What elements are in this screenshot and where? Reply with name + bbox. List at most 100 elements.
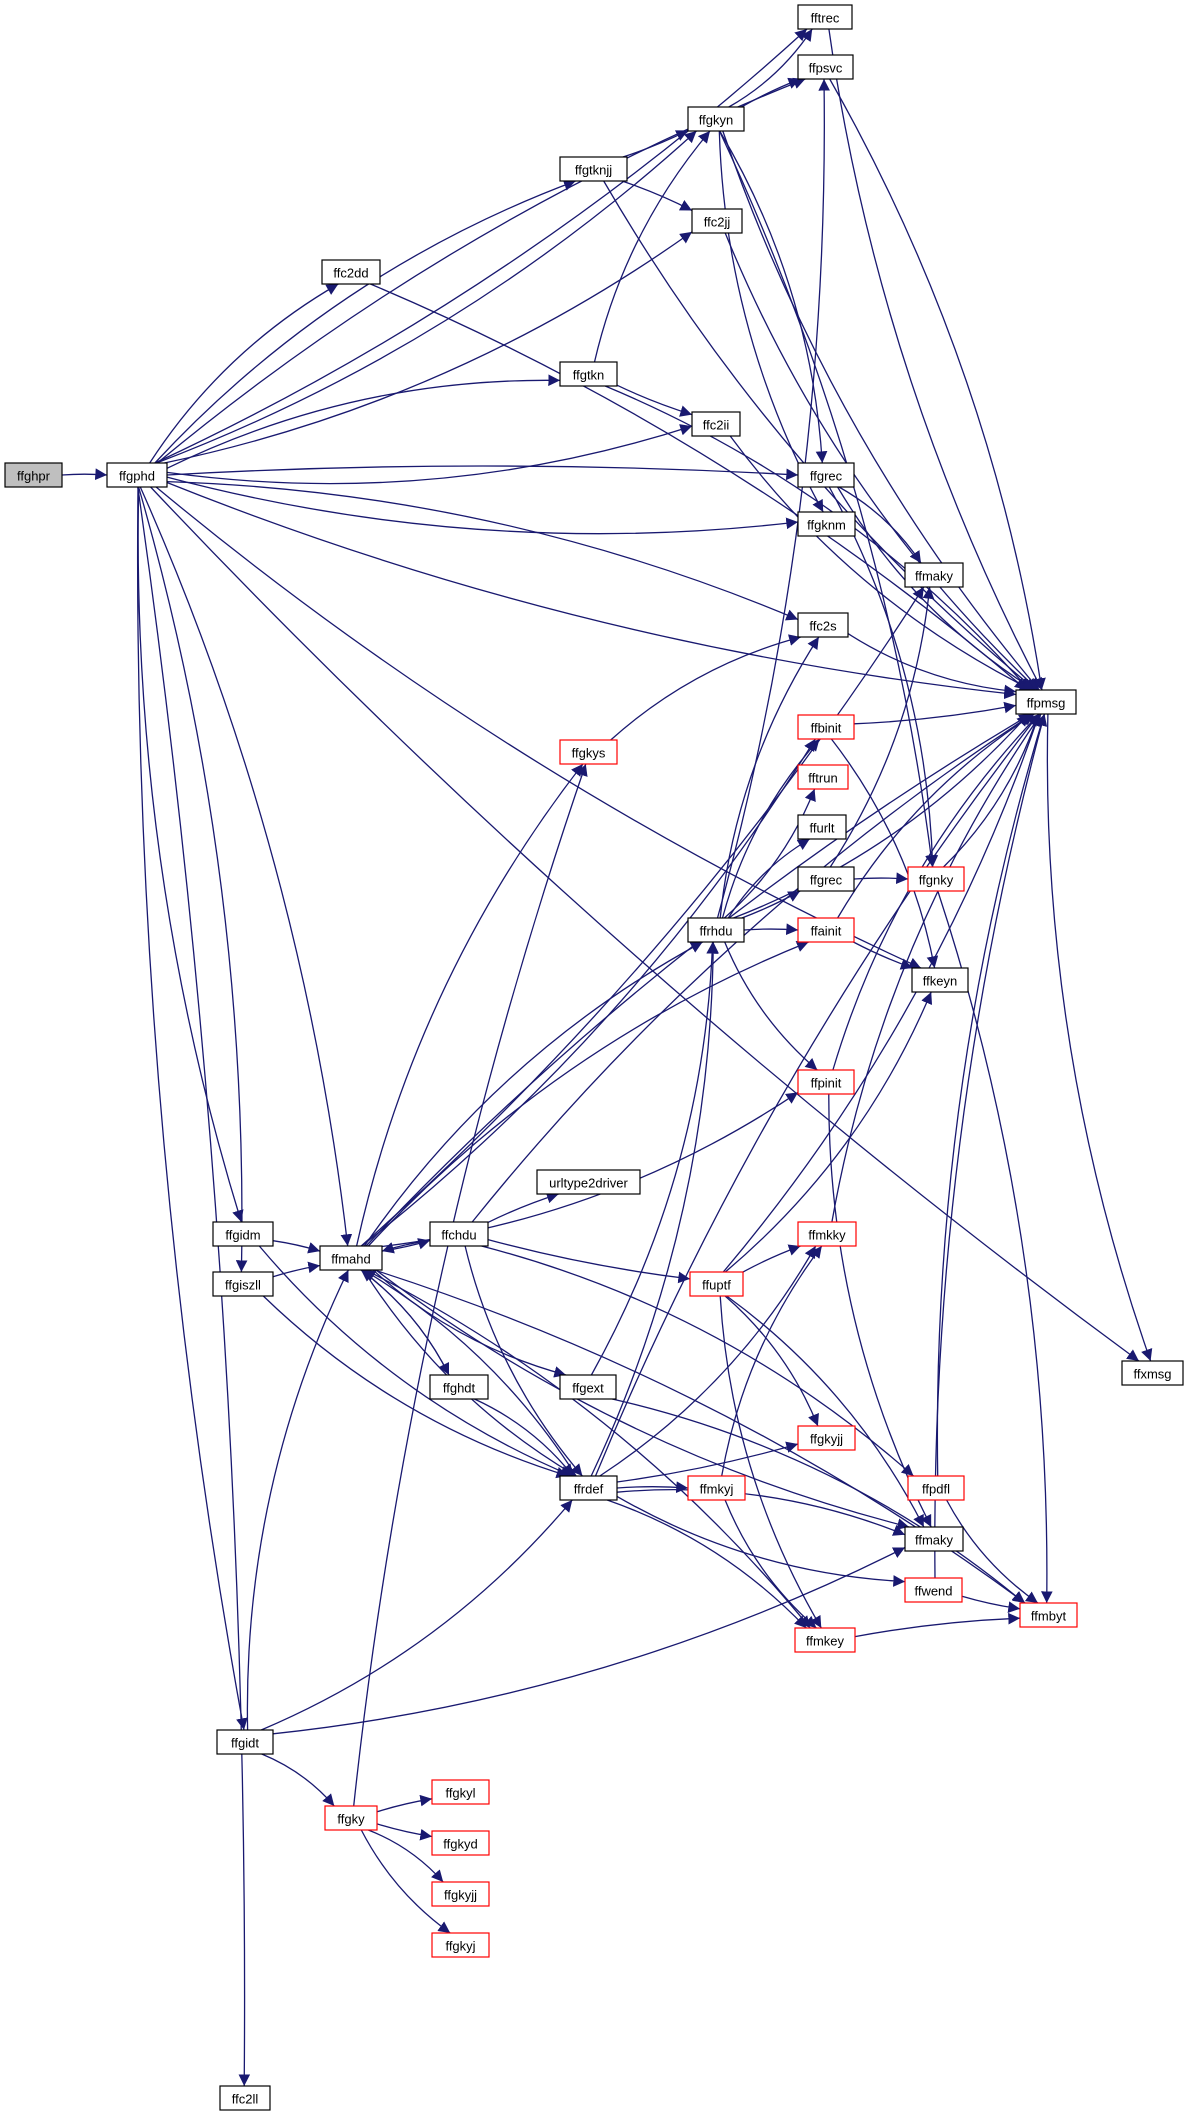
node-ffgkys[interactable]: ffgkys [559, 739, 618, 765]
node-label-ffc2dd: ffc2dd [333, 266, 368, 281]
node-label-ffgkys: ffgkys [572, 746, 606, 761]
edge-ffainit-to-ffpmsg [837, 713, 1035, 919]
node-ffmkey[interactable]: ffmkey [794, 1627, 856, 1653]
node-ffc2ll[interactable]: ffc2ll [219, 2085, 271, 2111]
node-label-ffmaky2: ffmaky [915, 1533, 954, 1548]
node-ffgidt[interactable]: ffgidt [216, 1729, 274, 1755]
node-ffgnky[interactable]: ffgnky [907, 866, 965, 892]
edge-ffgkyn-to-ffgnky [718, 130, 937, 868]
node-ffmbyt[interactable]: ffmbyt [1019, 1602, 1078, 1628]
node-label-ffgknm: ffgknm [807, 518, 846, 533]
edge-ffbinit-to-ffpmsg [853, 701, 1017, 725]
edge-ffchdu-to-ffpmsg [471, 713, 1034, 1223]
edge-ffgiszll-to-ffmahd [272, 1261, 321, 1278]
node-ffwend[interactable]: ffwend [904, 1577, 963, 1603]
node-ffgkyjj2[interactable]: ffgkyjj [431, 1881, 490, 1907]
node-box-ffgky [324, 1805, 378, 1831]
edge-ffgky-to-ffgkys [353, 763, 588, 1807]
node-label-ffgrec1: ffgrec [810, 469, 843, 484]
node-ffxmsg[interactable]: ffxmsg [1121, 1360, 1184, 1386]
node-box-ffwend [904, 1577, 963, 1603]
node-ffmkyj[interactable]: ffmkyj [687, 1475, 746, 1501]
edge-ffrhdu-to-ffainit [743, 923, 799, 936]
node-ffrhdu[interactable]: ffrhdu [687, 917, 745, 943]
node-label-ffgkyl: ffgkyl [445, 1786, 475, 1801]
edge-ffrhdu-to-ffc2s [719, 636, 820, 919]
edge-ffmkky-to-ffpmsg [831, 713, 1042, 1223]
node-label-ffgkyjj2: ffgkyjj [444, 1888, 477, 1903]
node-ffghpr[interactable]: ffghpr [4, 462, 63, 488]
edge-ffmahd-to-ffmbyt [374, 1269, 1026, 1604]
edge-ffgrec1-to-ffmaky1 [838, 486, 922, 564]
edge-ffmahd-to-ffainit [367, 940, 809, 1247]
node-ffgkyd[interactable]: ffgkyd [431, 1830, 490, 1856]
edge-ffgiszll-to-ffrdef [262, 1295, 569, 1479]
node-urltype2driver[interactable]: urltype2driver [536, 1169, 641, 1195]
node-box-ffgtkn [559, 361, 618, 387]
edge-ffgtkn-to-ffc2ii [616, 384, 693, 417]
node-ffgrec1[interactable]: ffgrec [797, 462, 855, 488]
node-ffrdef[interactable]: ffrdef [559, 1475, 618, 1501]
node-ffmkky[interactable]: ffmkky [797, 1221, 857, 1247]
node-label-ffgrec2: ffgrec [810, 873, 843, 888]
node-label-ffgnky: ffgnky [919, 873, 954, 888]
node-ffbinit[interactable]: ffbinit [797, 714, 855, 740]
edge-ffrdef-to-ffmaky2 [616, 1489, 906, 1536]
node-ffgkyjj1[interactable]: ffgkyjj [797, 1425, 856, 1451]
node-ffuptf[interactable]: ffuptf [689, 1271, 744, 1297]
node-ffc2jj[interactable]: ffc2jj [691, 208, 743, 234]
node-box-ffc2ii [691, 411, 741, 437]
edge-ffrhdu-to-fftrun [723, 788, 816, 919]
edge-ffmahd-to-ffrhdu [363, 941, 703, 1247]
node-label-ffgky: ffgky [337, 1812, 365, 1827]
node-ffainit[interactable]: ffainit [797, 917, 855, 943]
node-box-ffrhdu [687, 917, 745, 943]
node-ffpmsg[interactable]: ffpmsg [1015, 689, 1077, 715]
node-label-ffrhdu: ffrhdu [699, 924, 732, 939]
edge-ffmahd-to-ffmkey [365, 1269, 811, 1629]
edge-ffgphd-to-ffxmsg [150, 486, 1140, 1362]
node-ffc2dd[interactable]: ffc2dd [321, 259, 381, 285]
node-ffgext[interactable]: ffgext [559, 1374, 617, 1400]
node-ffgphd[interactable]: ffgphd [106, 462, 168, 488]
node-label-ffwend: ffwend [914, 1584, 952, 1599]
node-ffgidm[interactable]: ffgidm [212, 1221, 274, 1247]
node-ffc2s[interactable]: ffc2s [797, 612, 849, 638]
edge-ffgphd-to-ffpsvc [156, 77, 806, 464]
node-label-ffmahd: ffmahd [331, 1252, 371, 1267]
node-ffpsvc[interactable]: ffpsvc [797, 54, 854, 80]
node-ffurlt[interactable]: ffurlt [797, 814, 847, 840]
node-ffgiszll[interactable]: ffgiszll [212, 1271, 274, 1297]
node-ffgtknjj[interactable]: ffgtknjj [559, 156, 628, 182]
node-ffgkyj[interactable]: ffgkyj [431, 1932, 490, 1958]
edge-ffgphd-to-ffgtknjj [154, 179, 576, 464]
edge-ffgphd-to-ffgidt [136, 486, 248, 1731]
node-ffkeyn[interactable]: ffkeyn [911, 967, 969, 993]
node-box-ffc2dd [321, 259, 381, 285]
edge-ffgphd-to-ffgidm [137, 486, 244, 1223]
edge-ffgphd-to-ffgrec1 [166, 465, 799, 481]
node-ffghdt[interactable]: ffghdt [429, 1374, 489, 1400]
node-ffgkyl[interactable]: ffgkyl [431, 1779, 490, 1805]
node-ffpinit[interactable]: ffpinit [797, 1069, 855, 1095]
node-ffgkyn[interactable]: ffgkyn [687, 106, 745, 132]
node-box-ffmahd [319, 1245, 383, 1271]
node-ffgrec2[interactable]: ffgrec [797, 866, 855, 892]
node-fftrun[interactable]: fftrun [797, 764, 849, 790]
edge-ffwend-to-ffmbyt [961, 1595, 1021, 1613]
node-box-ffghpr [4, 462, 63, 488]
node-ffc2ii[interactable]: ffc2ii [691, 411, 741, 437]
node-fftrec[interactable]: fftrec [797, 4, 853, 30]
node-ffgknm[interactable]: ffgknm [797, 511, 856, 537]
node-ffmahd[interactable]: ffmahd [319, 1245, 383, 1271]
edge-ffrdef-to-ffmkky [599, 1245, 817, 1477]
edge-ffgky-to-ffgkyl [376, 1794, 433, 1813]
edge-ffchdu-to-ffrdef [464, 1245, 583, 1477]
node-ffpdfl[interactable]: ffpdfl [907, 1475, 965, 1501]
node-ffgtkn[interactable]: ffgtkn [559, 361, 618, 387]
node-ffchdu[interactable]: ffchdu [429, 1221, 489, 1247]
edge-ffc2jj-to-ffpmsg [724, 232, 1039, 691]
node-ffgky[interactable]: ffgky [324, 1805, 378, 1831]
node-ffmaky1[interactable]: ffmaky [904, 562, 964, 588]
node-ffmaky2[interactable]: ffmaky [904, 1526, 964, 1552]
